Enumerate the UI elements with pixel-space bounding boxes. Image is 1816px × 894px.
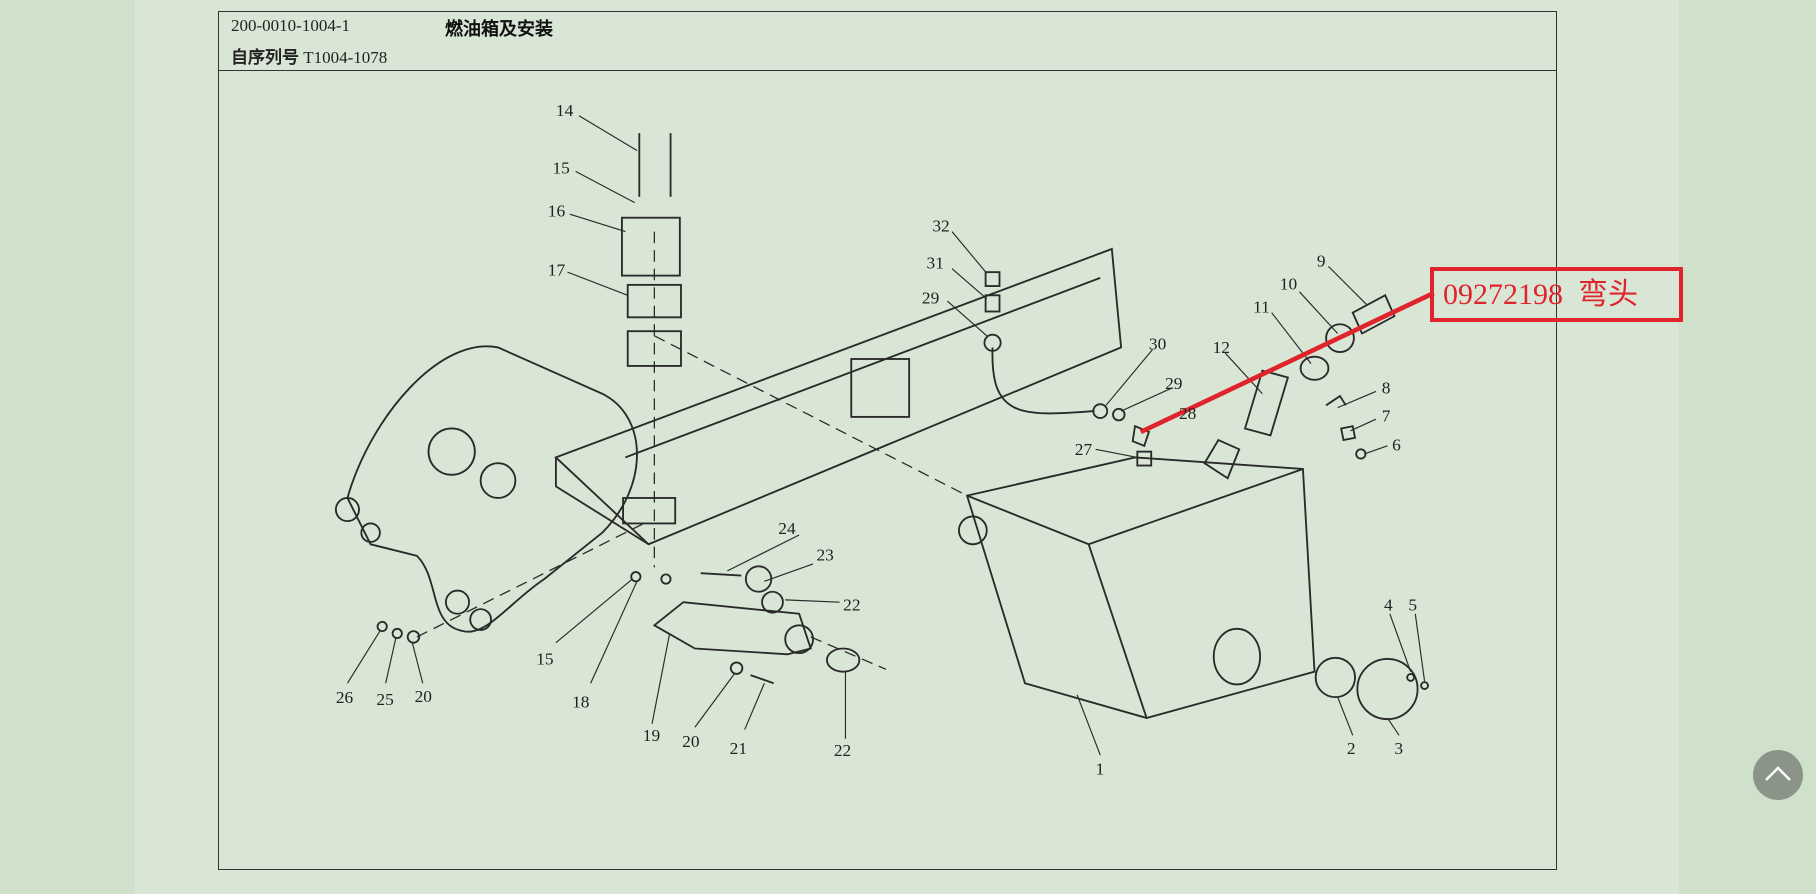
part-label: 5	[1408, 595, 1417, 614]
part-label: 27	[1075, 440, 1093, 459]
part-label: 30	[1149, 335, 1167, 354]
part-label: 28	[1179, 404, 1197, 423]
part-label: 10	[1280, 275, 1298, 294]
part-label: 22	[834, 741, 851, 760]
part-label: 31	[927, 254, 944, 273]
part-label: 20	[415, 687, 433, 706]
part-label: 18	[572, 693, 590, 712]
part-label: 14	[556, 101, 574, 120]
part-label: 19	[643, 726, 660, 745]
part-label: 29	[922, 288, 939, 307]
part-label: 3	[1394, 739, 1403, 758]
part-label: 17	[548, 261, 566, 280]
clamp-plate	[621, 216, 681, 277]
scroll-to-top-button[interactable]	[1753, 750, 1803, 800]
part-label: 2	[1347, 739, 1356, 758]
part-label: 9	[1317, 251, 1326, 270]
chevron-up-icon	[1765, 766, 1791, 781]
part-label: 6	[1392, 435, 1401, 454]
part-label: 20	[682, 732, 700, 751]
part-label: 8	[1382, 379, 1391, 398]
part-label: 29	[1165, 374, 1182, 393]
part-label: 26	[336, 688, 354, 707]
support-arm	[346, 345, 638, 633]
part-label: 21	[730, 739, 747, 758]
part-callout: 09272198 弯头	[1430, 267, 1683, 322]
part-label: 22	[843, 595, 860, 614]
page-background	[135, 0, 1679, 894]
part-label: 32	[932, 217, 949, 236]
part-label: 23	[817, 545, 834, 564]
callout-leader	[1139, 290, 1435, 435]
part-code: 200-0010-1004-1	[231, 16, 350, 35]
serial-range: 自序列号 T1004-1078	[231, 43, 387, 68]
part-label: 24	[778, 519, 796, 538]
part-label: 25	[376, 690, 393, 709]
part-number-labels: 14 15 16 17 32 31 29 30 29 28 27 12 11 1…	[336, 101, 1417, 779]
part-label: 1	[1096, 760, 1105, 779]
part-label: 4	[1384, 595, 1393, 614]
part-label: 11	[1253, 298, 1270, 317]
part-label: 7	[1382, 407, 1391, 426]
drawing-frame: 200-0010-1004-1 燃油箱及安装 自序列号 T1004-1078	[218, 11, 1557, 870]
mount-bracket	[652, 601, 812, 656]
part-label: 15	[552, 159, 569, 178]
serial-label: 自序列号	[231, 48, 299, 68]
part-label: 12	[1213, 338, 1230, 357]
serial-value: T1004-1078	[303, 48, 388, 67]
drawing-header: 200-0010-1004-1 燃油箱及安装 自序列号 T1004-1078	[219, 12, 1556, 71]
drawing-title: 燃油箱及安装	[445, 19, 553, 40]
fuel-pipe	[991, 347, 1095, 415]
part-label: 16	[548, 202, 566, 221]
part-label: 15	[536, 650, 553, 669]
